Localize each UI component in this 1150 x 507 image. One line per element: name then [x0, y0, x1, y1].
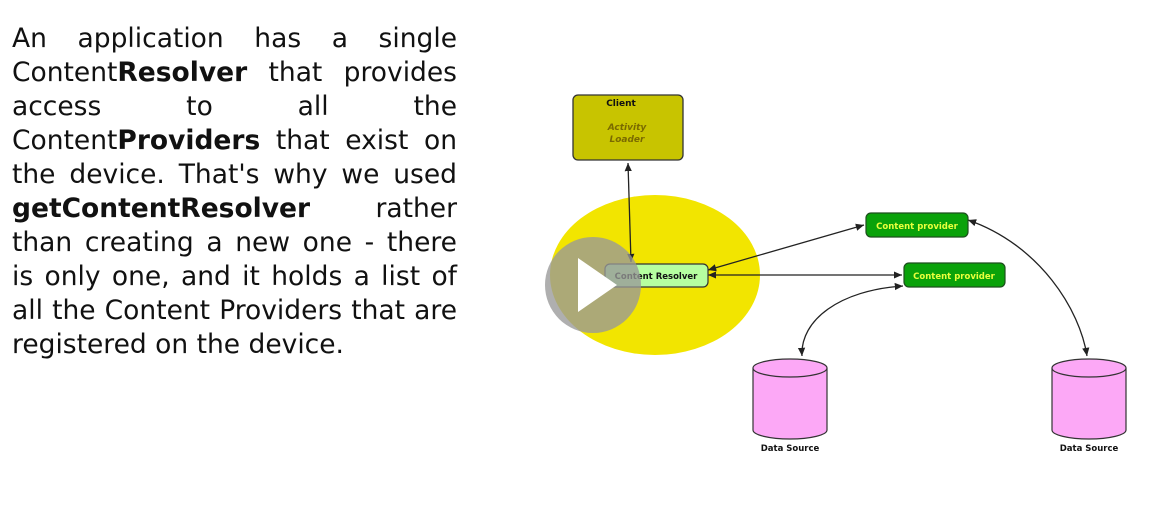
paragraph-text-4: rather than creating a new one - there i…: [12, 193, 457, 360]
content-resolver-label: Content Resolver: [615, 272, 698, 282]
play-button[interactable]: [545, 237, 641, 333]
data-source-label-2: Data Source: [1060, 444, 1119, 454]
content-provider-label-1: Content provider: [876, 222, 958, 232]
play-icon: [578, 258, 617, 312]
client-line-activity: Activity: [607, 123, 648, 133]
client-node: Client Activity Loader: [572, 94, 684, 161]
client-title: Client: [606, 99, 636, 109]
data-source-node-1: Data Source: [752, 358, 828, 454]
data-source-node-2: Data Source: [1051, 358, 1127, 454]
paragraph-text-1: An application has a single Content: [12, 23, 457, 88]
data-source-label-1: Data Source: [761, 444, 820, 454]
client-resolver-arrow: [624, 162, 635, 263]
paragraph-bold-resolver: Resolver: [117, 57, 248, 88]
content-provider-label-2: Content provider: [913, 272, 995, 282]
explanation-paragraph: An application has a single ContentResol…: [12, 22, 457, 362]
content-provider-node-1: Content provider: [865, 212, 969, 238]
paragraph-bold-getcontentresolver: getContentResolver: [12, 193, 311, 224]
paragraph-bold-providers: Providers: [117, 125, 261, 156]
resolver-provider1-arrow: [707, 223, 865, 272]
paragraph-text-3: that exist on the device. That's why we …: [12, 125, 457, 190]
client-line-loader: Loader: [610, 135, 646, 145]
provider1-datasource2-arrow: [967, 219, 1090, 357]
content-provider-node-2: Content provider: [903, 262, 1006, 288]
provider2-datasource1-arrow: [797, 282, 904, 357]
paragraph-text-2: that provides access to all the Content: [12, 57, 457, 156]
